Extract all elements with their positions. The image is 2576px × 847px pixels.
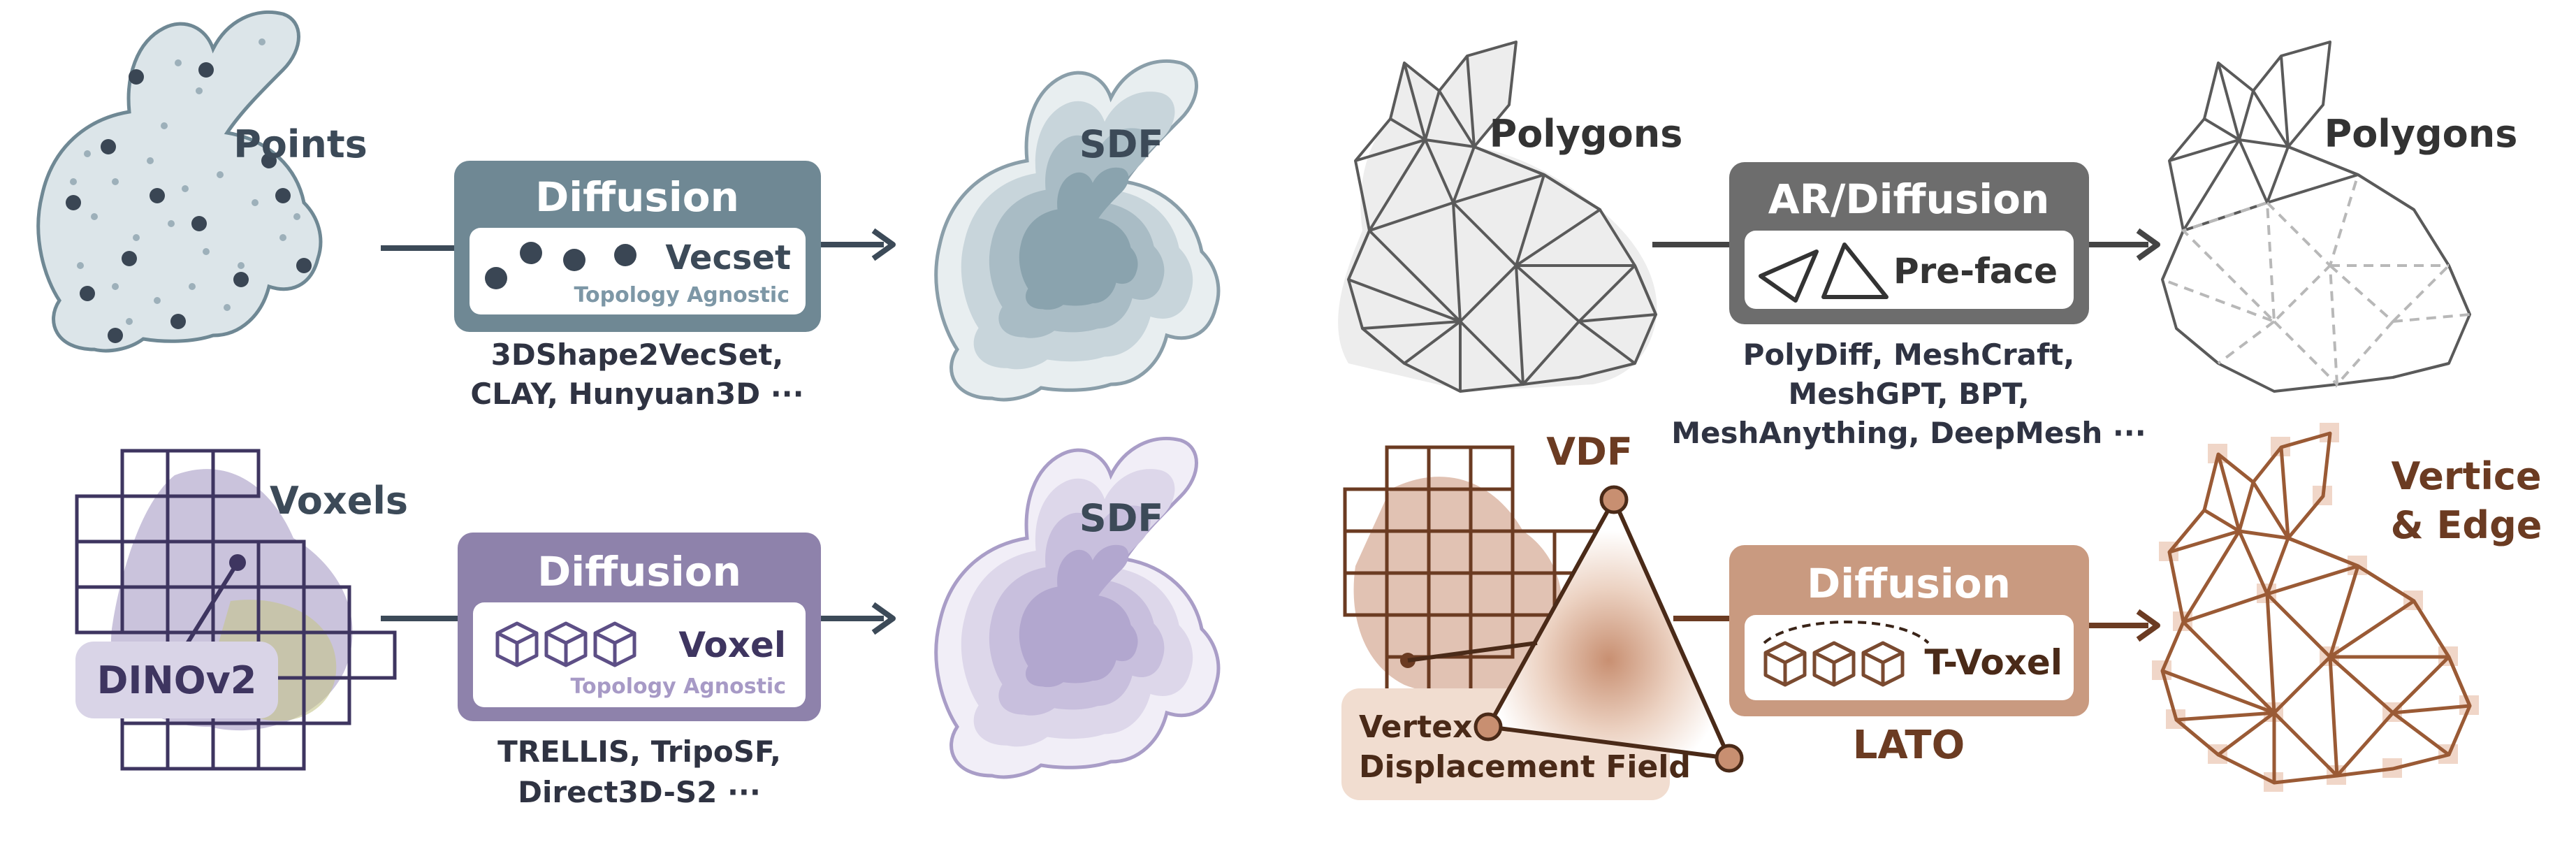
voxels-label: Voxels xyxy=(270,479,408,523)
polygons-out-arrowhead xyxy=(2136,228,2160,261)
dinov2-label: DINOv2 xyxy=(97,658,257,702)
sdf-bunny-icon-2 xyxy=(936,438,1218,776)
lato-diffusion-box: Diffusion T-Voxel xyxy=(1729,545,2089,716)
points-bunny-icon xyxy=(38,12,321,350)
voxels-citation-2: Direct3D-S2 ··· xyxy=(518,775,761,809)
points-out-arrowhead xyxy=(871,228,896,261)
voxels-box-tag: Topology Agnostic xyxy=(571,674,786,699)
polygons-box-title: AR/Diffusion xyxy=(1768,175,2050,223)
points-citation-2: CLAY, Hunyuan3D ··· xyxy=(470,377,803,411)
polygons-citation-1: PolyDiff, MeshCraft, xyxy=(1743,338,2075,372)
vdf-triangle-icon xyxy=(1407,485,1744,773)
t-voxel-cube-icon xyxy=(1766,643,1902,685)
points-box-title: Diffusion xyxy=(535,173,739,221)
polygons-output-label: Polygons xyxy=(2324,112,2518,156)
polygon-bunny-icon xyxy=(1338,41,1657,393)
points-box-token: Vecset xyxy=(665,238,791,277)
vdf-label: VDF xyxy=(1546,430,1633,474)
polygon-bunny-output-icon xyxy=(2161,41,2471,393)
lato-box-token: T-Voxel xyxy=(1925,642,2063,683)
polygons-citation-2: MeshGPT, BPT, xyxy=(1788,377,2029,411)
vertice-label-line2: & Edge xyxy=(2391,503,2542,547)
triangle-icon xyxy=(1759,242,1889,303)
lato-method-label: LATO xyxy=(1853,723,1965,768)
points-citation-1: 3DShape2VecSet, xyxy=(491,338,784,372)
vdf-caption-line2: Displacement Field xyxy=(1359,749,1691,785)
polygons-box-token: Pre-face xyxy=(1893,251,2058,291)
vdf-caption-line1: Vertex xyxy=(1359,709,1472,745)
voxels-box-token: Voxel xyxy=(678,625,786,665)
wireframe-bunny-icon xyxy=(2152,423,2479,792)
voxels-citation-1: TRELLIS, TripoSF, xyxy=(497,734,781,769)
sdf-bunny-icon xyxy=(936,61,1218,399)
voxels-diffusion-box: Diffusion Voxel Topology Agnostic xyxy=(458,533,821,721)
voxels-out-arrowhead xyxy=(871,602,896,635)
voxels-box-title: Diffusion xyxy=(537,548,741,595)
lato-out-arrowhead xyxy=(2136,609,2160,642)
points-box-tag: Topology Agnostic xyxy=(574,283,789,307)
polygons-input-label: Polygons xyxy=(1490,112,1683,156)
points-diffusion-box: Diffusion Vecset Topology Agnostic xyxy=(454,161,821,332)
sdf-label-bottom: SDF xyxy=(1079,496,1164,540)
sdf-label-top: SDF xyxy=(1079,122,1164,166)
polygons-citation-3: MeshAnything, DeepMesh ··· xyxy=(1671,416,2146,450)
vertice-label-line1: Vertice xyxy=(2391,454,2541,498)
lato-box-title: Diffusion xyxy=(1807,560,2011,607)
lato-voxel-grid-icon xyxy=(1343,445,1599,701)
vecset-dots-icon xyxy=(485,242,636,289)
cube-icon xyxy=(497,623,634,665)
points-label: Points xyxy=(233,122,368,166)
polygons-ar-box: AR/Diffusion Pre-face xyxy=(1729,162,2089,324)
dinov2-badge: DINOv2 xyxy=(75,642,278,718)
